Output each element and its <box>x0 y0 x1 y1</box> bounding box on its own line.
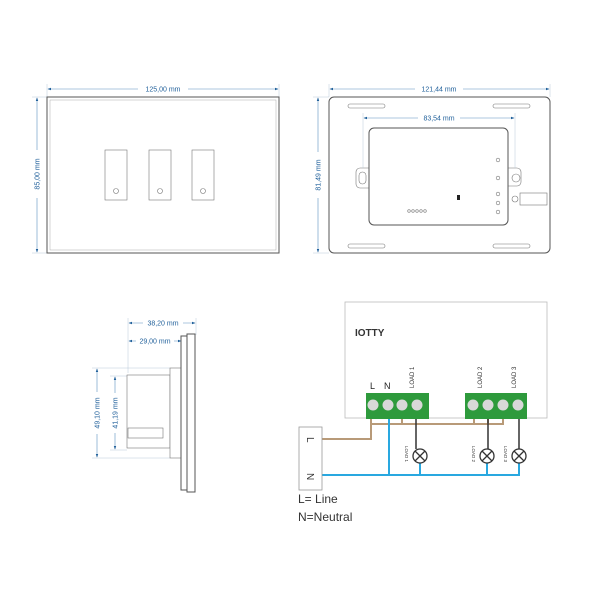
load-wire <box>415 418 520 449</box>
lamp-icon <box>412 448 428 464</box>
neutral-wire <box>322 418 520 476</box>
connector <box>519 192 548 206</box>
lamp-icon <box>511 448 527 464</box>
terminal-screw <box>396 399 408 411</box>
terminal-label-load3: LOAD 3 <box>512 366 518 388</box>
lamp-label: LOAD 1 <box>404 446 409 463</box>
side-depth-label: 38,20 mm <box>147 321 178 328</box>
back-height-label: 81,49 mm <box>316 159 323 190</box>
lamp-icon <box>479 448 495 464</box>
side-body-depth-label: 29,00 mm <box>139 339 170 346</box>
terminal-label-l: L <box>370 381 375 391</box>
legend-line: L= Line <box>298 492 338 506</box>
wiring-diagram: IOTTY L N LOAD 1 LOAD 2 LOAD 3 LOAD 1 LO… <box>298 301 548 524</box>
terminal-screw <box>497 399 509 411</box>
side-body-height-label: 41,19 mm <box>113 397 120 428</box>
source-label-n: N <box>304 473 315 480</box>
back-width-label: 121,44 mm <box>421 87 456 94</box>
module-width-label: 83,54 mm <box>423 116 454 123</box>
power-source-box <box>298 426 323 491</box>
lamp-label: LOAD 2 <box>471 446 476 463</box>
legend-neutral: N=Neutral <box>298 510 352 524</box>
line-wire <box>322 418 504 440</box>
switch-button <box>191 149 215 201</box>
front-width-label: 125,00 mm <box>145 87 180 94</box>
terminal-label-n: N <box>384 381 391 391</box>
terminal-label-load2: LOAD 2 <box>478 366 484 388</box>
front-view: 125,00 mm 85,00 mm <box>32 84 280 254</box>
terminal-screw <box>482 399 494 411</box>
switch-button <box>148 149 172 201</box>
device-name: IOTTY <box>355 328 385 339</box>
side-view: 38,20 mm 29,00 mm 49,10 mm 41,19 mm <box>92 318 197 493</box>
terminal-label-load1: LOAD 1 <box>410 366 416 388</box>
back-view: 121,44 mm 81,49 mm 83,54 mm <box>313 84 551 254</box>
switch-button <box>104 149 128 201</box>
terminal-screw <box>512 399 524 411</box>
source-label-l: L <box>304 437 315 443</box>
lamp-label: LOAD 3 <box>503 446 508 463</box>
front-height-label: 85,00 mm <box>35 158 42 189</box>
terminal-screw <box>382 399 394 411</box>
relay-module <box>368 127 509 226</box>
side-height-label: 49,10 mm <box>95 397 102 428</box>
terminal-screw <box>411 399 423 411</box>
terminal-screw <box>467 399 479 411</box>
terminal-screw <box>367 399 379 411</box>
side-plate <box>186 333 196 493</box>
